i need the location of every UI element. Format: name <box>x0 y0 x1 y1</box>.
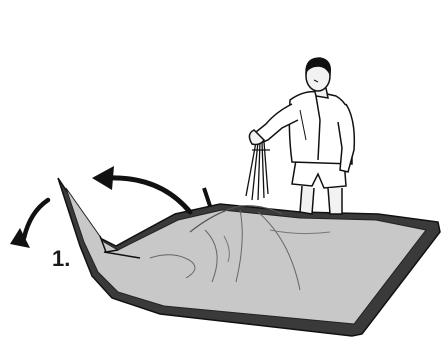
step-number-label: 1. <box>52 246 70 272</box>
pole-bundle <box>246 142 270 200</box>
down-left-arrow-icon <box>10 200 48 248</box>
person <box>249 58 354 214</box>
person-leg <box>328 188 342 214</box>
tarp-handle <box>204 188 210 206</box>
curved-arrow-icon <box>92 166 190 212</box>
tarp <box>58 178 440 336</box>
person-leg <box>300 186 314 214</box>
